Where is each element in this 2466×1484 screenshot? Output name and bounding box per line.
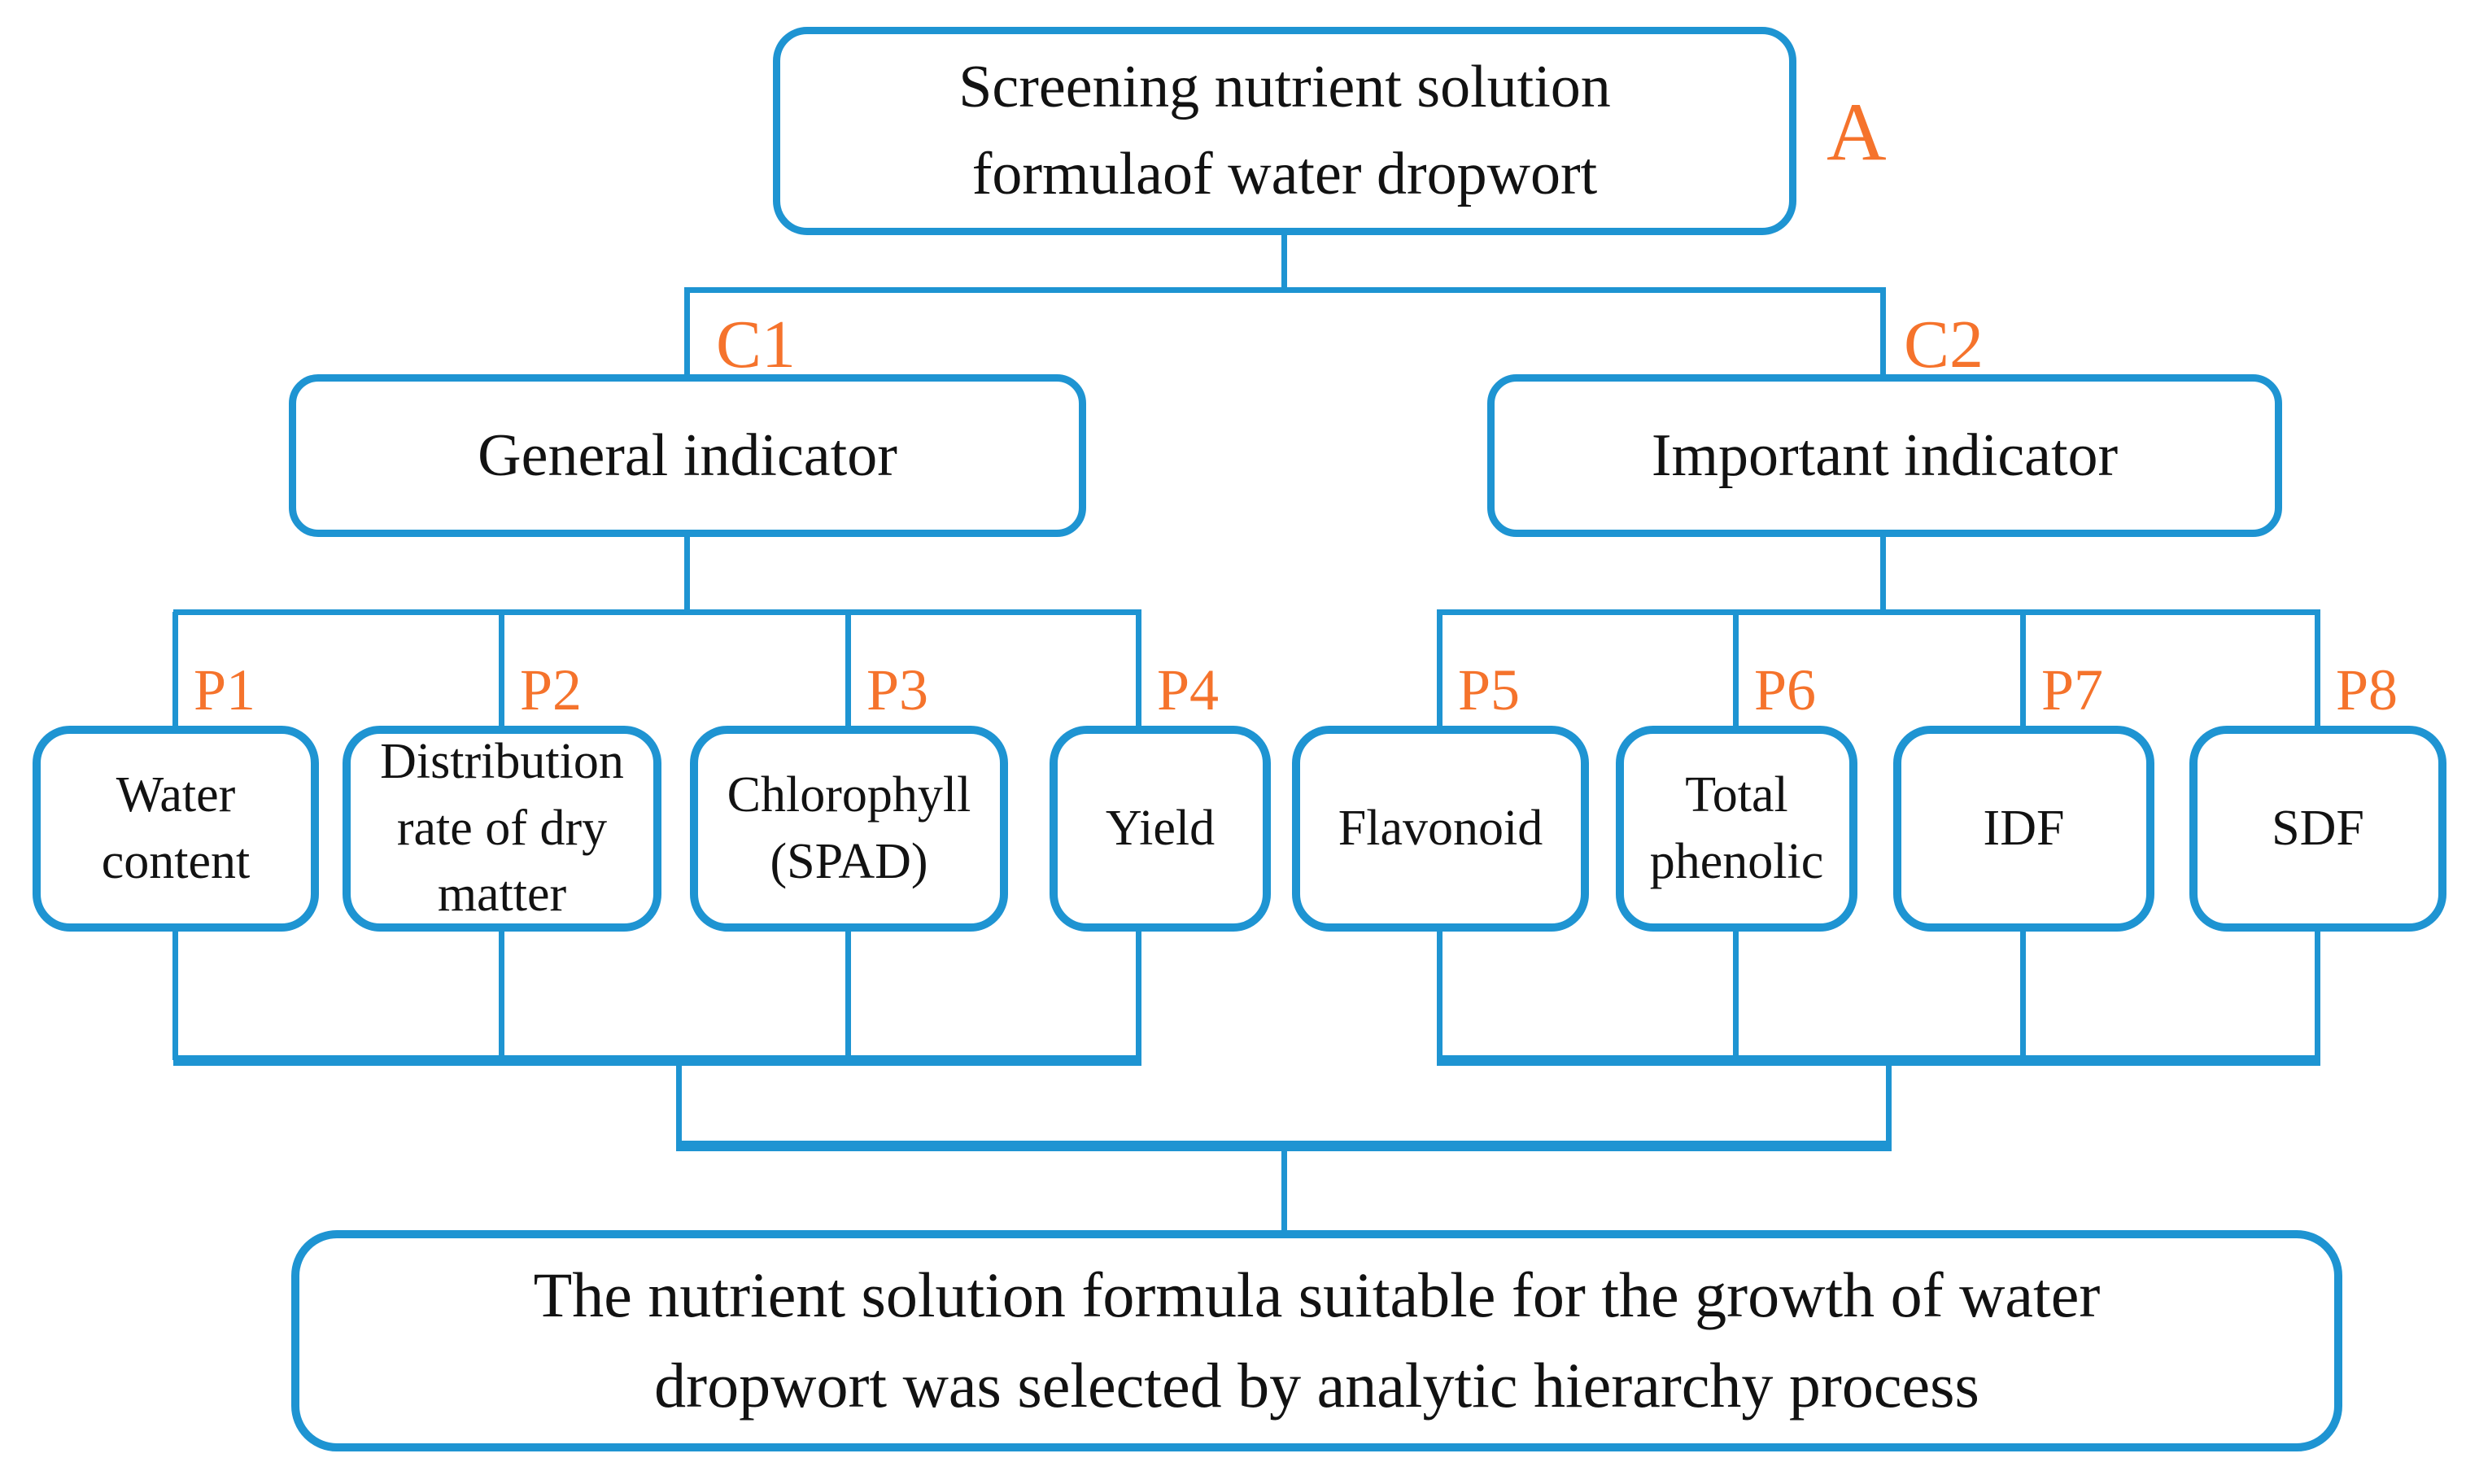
indicator-box-p6: Total phenolic <box>1616 726 1857 932</box>
indicator-label-p4: P4 <box>1157 657 1220 722</box>
bus-final <box>676 1141 1892 1151</box>
connector-rightgroup-drop <box>1886 1064 1892 1146</box>
connector-bus-left-top <box>173 609 1141 615</box>
indicator-p6-line1: Total <box>1685 766 1788 823</box>
goal-text-line2: formulaof water dropwort <box>971 141 1598 207</box>
connector-p5-down <box>1437 930 1443 1060</box>
indicator-box-p3: Chlorophyll (SPAD) <box>690 726 1008 932</box>
connector-result-drop <box>1281 1150 1287 1233</box>
connector-criteria-hline <box>684 287 1886 293</box>
indicator-p3-line1: Chlorophyll <box>727 766 971 823</box>
result-text-line1: The nutrient solution formula suitable f… <box>533 1259 2101 1331</box>
result-box: The nutrient solution formula suitable f… <box>291 1230 2342 1451</box>
indicator-box-p5: Flavonoid <box>1292 726 1589 932</box>
criterion-box-c2: Important indicator <box>1487 374 2282 537</box>
indicator-box-p8: SDF <box>2189 726 2446 932</box>
connector-p3-down <box>845 930 851 1060</box>
criterion-label-c2: C2 <box>1904 307 1984 382</box>
goal-text-line1: Screening nutrient solution <box>958 53 1611 120</box>
indicator-box-p1: Water content <box>33 726 319 932</box>
connector-p3-drop <box>845 612 851 727</box>
connector-p8-drop <box>2315 612 2320 727</box>
indicator-label-p2: P2 <box>520 657 583 722</box>
goal-box: Screening nutrient solution formulaof wa… <box>773 27 1796 235</box>
indicator-label-p6: P6 <box>1754 657 1817 722</box>
indicator-p8-line1: SDF <box>2272 800 2364 856</box>
indicator-label-p7: P7 <box>2041 657 2104 722</box>
connector-c1-drop <box>684 287 690 377</box>
indicator-p2-line1: Distribution <box>380 733 624 789</box>
connector-leftgroup-drop <box>676 1064 682 1146</box>
criterion-box-c1: General indicator <box>289 374 1086 537</box>
indicator-p1-line2: content <box>101 833 251 889</box>
connector-p7-drop <box>2020 612 2026 727</box>
connector-p8-down <box>2315 930 2320 1060</box>
indicator-label-p1: P1 <box>194 657 256 722</box>
connector-p4-drop <box>1136 612 1141 727</box>
indicator-box-p7: IDF <box>1893 726 2154 932</box>
connector-c2-drop <box>1880 287 1886 377</box>
indicator-p6-line2: phenolic <box>1649 833 1824 889</box>
connector-p6-drop <box>1733 612 1739 727</box>
indicator-p4-line1: Yield <box>1105 800 1216 856</box>
connector-p7-down <box>2020 930 2026 1060</box>
goal-label-a: A <box>1827 86 1887 178</box>
indicator-p2-line3: matter <box>437 866 567 923</box>
indicator-label-p3: P3 <box>866 657 929 722</box>
connector-p5-drop <box>1437 612 1443 727</box>
criterion-c1-text: General indicator <box>478 421 897 489</box>
connector-c2-to-bus <box>1880 535 1886 614</box>
indicator-p5-line1: Flavonoid <box>1338 800 1543 856</box>
indicator-p1-line1: Water <box>116 766 236 823</box>
bus-right-bottom <box>1437 1055 2320 1066</box>
indicator-box-p4: Yield <box>1050 726 1271 932</box>
indicator-p3-line2: (SPAD) <box>770 833 928 889</box>
connector-p6-down <box>1733 930 1739 1060</box>
connector-goal-drop <box>1281 235 1287 292</box>
connector-p1-down <box>172 930 178 1060</box>
result-text-line2: dropwort was selected by analytic hierar… <box>654 1350 1979 1421</box>
connector-bus-right-top <box>1437 609 2320 615</box>
indicator-p2-line2: rate of dry <box>396 800 608 856</box>
connector-p4-down <box>1136 930 1141 1060</box>
indicator-box-p2: Distribution rate of dry matter <box>343 726 661 932</box>
indicator-label-p5: P5 <box>1458 657 1521 722</box>
connector-p2-down <box>499 930 504 1060</box>
connector-c1-to-bus <box>684 535 690 614</box>
connector-p1-drop <box>172 612 178 727</box>
connector-p2-drop <box>499 612 504 727</box>
criterion-c2-text: Important indicator <box>1651 421 2119 489</box>
indicator-p7-line1: IDF <box>1983 800 2065 856</box>
bus-left-bottom <box>173 1055 1141 1066</box>
criterion-label-c1: C1 <box>716 307 797 382</box>
indicator-label-p8: P8 <box>2336 657 2398 722</box>
